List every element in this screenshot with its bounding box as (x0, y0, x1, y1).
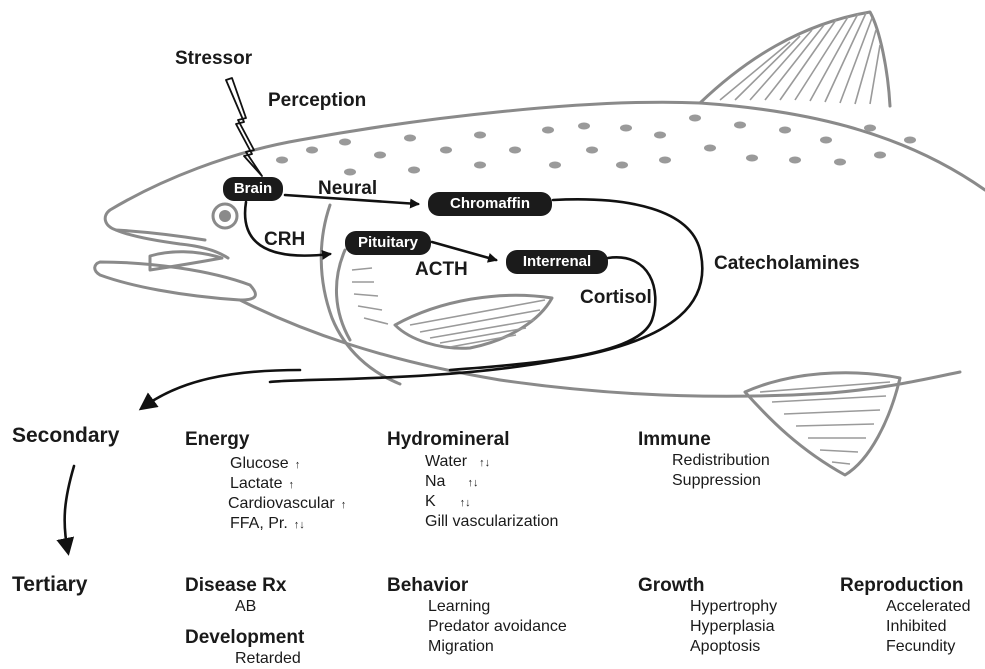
acth-arrow (432, 242, 496, 260)
arrow-icon: ↑↓ (479, 457, 490, 469)
cortisol-path (450, 257, 655, 370)
behavior-item: Predator avoidance (428, 617, 567, 637)
hydromineral-heading: Hydromineral (387, 429, 509, 451)
arrow-icon: ↑↓ (460, 497, 471, 509)
behavior-heading: Behavior (387, 575, 468, 597)
energy-heading: Energy (185, 429, 249, 451)
tertiary-arrow (65, 466, 74, 552)
energy-item: Cardiovascular ↑ (228, 494, 346, 515)
secondary-stage-label: Secondary (12, 424, 119, 448)
perception-label: Perception (268, 90, 366, 112)
lightning-bolt-icon (226, 78, 262, 176)
development-heading: Development (185, 627, 304, 649)
fish-spots (276, 115, 916, 176)
arrow-icon: ↑ (288, 479, 294, 491)
energy-item: FFA, Pr. ↑↓ (230, 514, 305, 535)
hydromineral-item-text: Na (425, 473, 445, 490)
chromaffin-box: Chromaffin (428, 192, 552, 216)
growth-item: Hyperplasia (690, 617, 774, 637)
growth-heading: Growth (638, 575, 705, 597)
brain-box: Brain (223, 177, 283, 201)
behavior-item: Learning (428, 597, 490, 617)
development-item: Retarded (235, 649, 301, 669)
fin-rays (352, 13, 890, 464)
arrow-icon: ↑↓ (294, 519, 305, 531)
arrow-icon: ↑ (341, 499, 347, 511)
neural-label: Neural (318, 178, 377, 200)
cortisol-label: Cortisol (580, 287, 652, 309)
hydromineral-item: Na ↑↓ (425, 472, 478, 493)
hydromineral-item: K ↑↓ (425, 492, 471, 513)
reproduction-item: Fecundity (886, 637, 955, 657)
reproduction-item: Inhibited (886, 617, 947, 637)
energy-item-text: FFA, Pr. (230, 515, 288, 532)
immune-item: Suppression (672, 471, 761, 491)
disease-item: AB (235, 597, 256, 617)
reproduction-item: Accelerated (886, 597, 971, 617)
growth-item: Apoptosis (690, 637, 760, 657)
behavior-item: Migration (428, 637, 494, 657)
immune-item: Redistribution (672, 451, 770, 471)
interrenal-box: Interrenal (506, 250, 608, 274)
hydromineral-item: Water ↑↓ (425, 452, 490, 473)
energy-item: Glucose ↑ (230, 454, 300, 475)
secondary-arrow (142, 370, 300, 408)
pituitary-box: Pituitary (345, 231, 431, 255)
hydromineral-item: Gill vascularization (425, 512, 558, 532)
immune-heading: Immune (638, 429, 711, 451)
hydromineral-item-text: Water (425, 453, 467, 470)
tertiary-stage-label: Tertiary (12, 573, 87, 597)
growth-item: Hypertrophy (690, 597, 777, 617)
reproduction-heading: Reproduction (840, 575, 964, 597)
energy-item-text: Lactate (230, 475, 282, 492)
hydromineral-item-text: K (425, 493, 436, 510)
acth-label: ACTH (415, 259, 468, 281)
disease-heading: Disease Rx (185, 575, 286, 597)
arrow-icon: ↑↓ (467, 477, 478, 489)
stressor-label: Stressor (175, 48, 252, 70)
crh-label: CRH (264, 229, 305, 251)
energy-item: Lactate ↑ (230, 474, 294, 495)
catecholamines-label: Catecholamines (714, 253, 860, 275)
energy-item-text: Glucose (230, 455, 289, 472)
energy-item-text: Cardiovascular (228, 495, 335, 512)
hydromineral-item-text: Gill vascularization (425, 513, 558, 530)
arrow-icon: ↑ (295, 459, 301, 471)
